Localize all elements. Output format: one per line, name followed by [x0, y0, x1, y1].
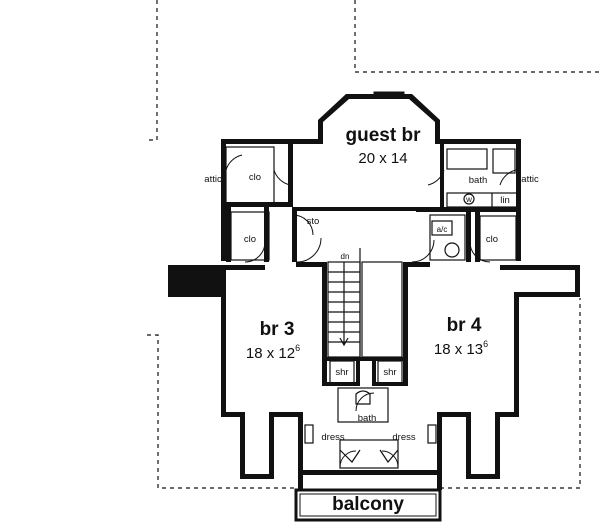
stair-down-label: dn: [341, 252, 350, 261]
bath-top-label: bath: [469, 175, 488, 186]
shower-right-label: shr: [383, 367, 396, 378]
attic-left-label: attic: [204, 174, 222, 185]
clo-top-left-label: clo: [249, 172, 261, 183]
roof-outline: [147, 0, 600, 489]
washer-label: w: [465, 195, 472, 204]
ac-label: a/c: [437, 225, 448, 234]
sto-label: sto: [307, 216, 320, 227]
guest-bedroom-walls: [226, 91, 519, 144]
br3-size: 18 x 126: [246, 343, 300, 362]
balcony-name: balcony: [332, 494, 404, 515]
guest-br-name: guest br: [346, 125, 422, 146]
br4-size: 18 x 136: [434, 339, 488, 358]
bedroom-4-walls: [403, 262, 580, 490]
door-swings: [225, 154, 517, 468]
upper-walls: [221, 139, 521, 262]
clo-left-label: clo: [244, 234, 256, 245]
br3-name: br 3: [260, 319, 295, 340]
linen-label: lin: [500, 195, 510, 206]
guest-br-size: 20 x 14: [358, 150, 407, 167]
dress-left-label: dress: [321, 432, 344, 443]
master-bath-walls: [303, 387, 437, 475]
balcony-railing: [294, 488, 442, 522]
shower-left-label: shr: [335, 367, 348, 378]
staircase: [322, 248, 408, 361]
showers: [322, 360, 408, 386]
clo-right-label: clo: [486, 234, 498, 245]
attic-right-label: attic: [521, 174, 539, 185]
bath-bottom-label: bath: [358, 413, 377, 424]
br4-name: br 4: [447, 315, 482, 336]
bedroom-3-walls: [168, 262, 327, 490]
dress-right-label: dress: [392, 432, 415, 443]
